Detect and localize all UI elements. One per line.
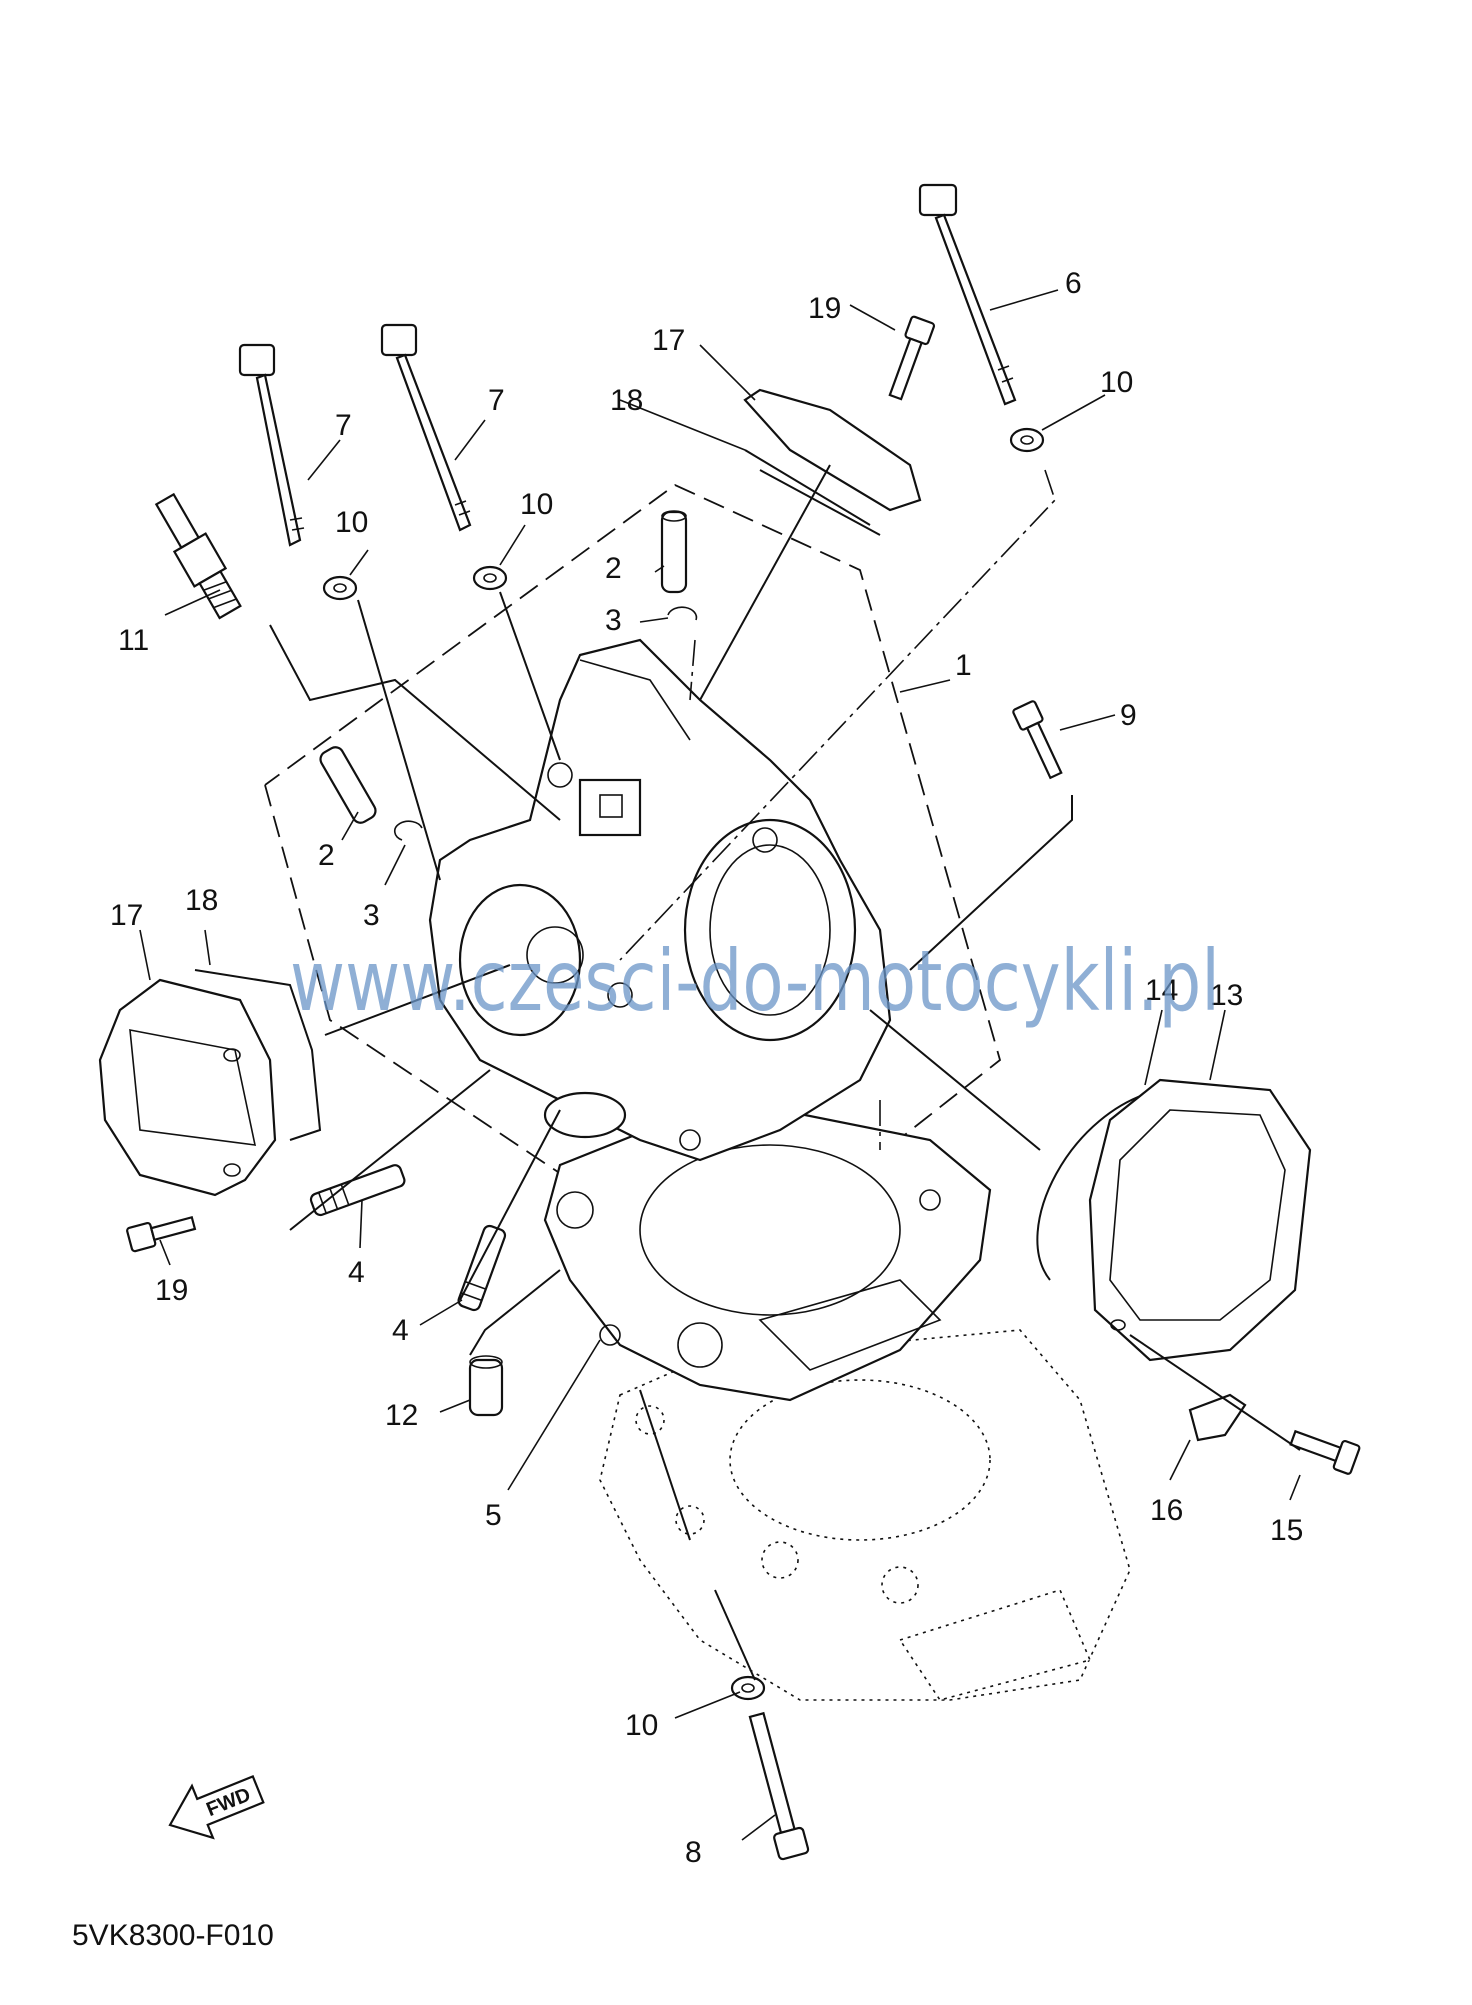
callout-5: 5 [485, 1499, 502, 1532]
callout-19: 19 [808, 292, 841, 325]
clamp [1188, 1393, 1247, 1442]
assembly-lines [269, 464, 1301, 1681]
cylinder-head-boundary [264, 483, 1002, 1282]
callout-4: 4 [392, 1314, 409, 1347]
callout-7: 7 [335, 409, 352, 442]
callout-8: 8 [685, 1836, 702, 1869]
callout-18: 18 [185, 884, 218, 917]
side-cover [1036, 1078, 1312, 1362]
callout-15: 15 [1270, 1514, 1303, 1547]
bolt-15 [1289, 1429, 1361, 1475]
bolt-6 [918, 183, 1017, 406]
bolt-9 [1012, 700, 1063, 780]
callout-17: 17 [652, 324, 685, 357]
callout-3: 3 [363, 899, 380, 932]
bolt-19-top [888, 315, 936, 401]
valve-guides [319, 510, 698, 841]
callout-2: 2 [318, 839, 335, 872]
callout-7: 7 [488, 384, 505, 417]
callout-leaders [139, 289, 1301, 1841]
head-cover-left [98, 969, 322, 1197]
spark-plug [154, 492, 242, 620]
callout-3: 3 [605, 604, 622, 637]
fwd-arrow: FWD [168, 1774, 265, 1840]
watermark-text: www.czesci-do-motocykli.pl [290, 932, 1220, 1030]
callout-1: 1 [955, 649, 972, 682]
callout-18: 18 [610, 384, 643, 417]
callout-11: 11 [118, 624, 149, 657]
callout-9: 9 [1120, 699, 1137, 732]
callout-labels: 1 2 3 2 3 4 4 5 6 7 7 8 9 10 10 10 10 11… [110, 267, 1303, 1869]
callout-4: 4 [348, 1256, 365, 1289]
callout-6: 6 [1065, 267, 1082, 300]
callout-16: 16 [1150, 1494, 1183, 1527]
dowel-pin [468, 1355, 504, 1417]
bolt-19-left [126, 1215, 197, 1253]
callout-10: 10 [335, 506, 368, 539]
callout-17: 17 [110, 899, 143, 932]
studs [309, 1164, 507, 1312]
cylinder-block [599, 1329, 1131, 1701]
diagram-code: 5VK8300-F010 [72, 1919, 274, 1952]
callout-14: 14 [1145, 974, 1178, 1007]
callout-13: 13 [1210, 979, 1243, 1012]
callout-10: 10 [1100, 366, 1133, 399]
callout-10: 10 [520, 488, 553, 521]
bolt-8 [748, 1711, 810, 1861]
callout-2: 2 [605, 552, 622, 585]
callout-10: 10 [625, 1709, 658, 1742]
bolt-7-left [238, 343, 305, 547]
cylinder-head [428, 638, 892, 1162]
callout-12: 12 [385, 1399, 418, 1432]
cylinder-head-gasket [543, 1108, 992, 1402]
bolt-7-right [380, 323, 472, 532]
washers [322, 427, 1045, 1701]
head-cover-right [743, 388, 922, 536]
callout-19: 19 [155, 1274, 188, 1307]
